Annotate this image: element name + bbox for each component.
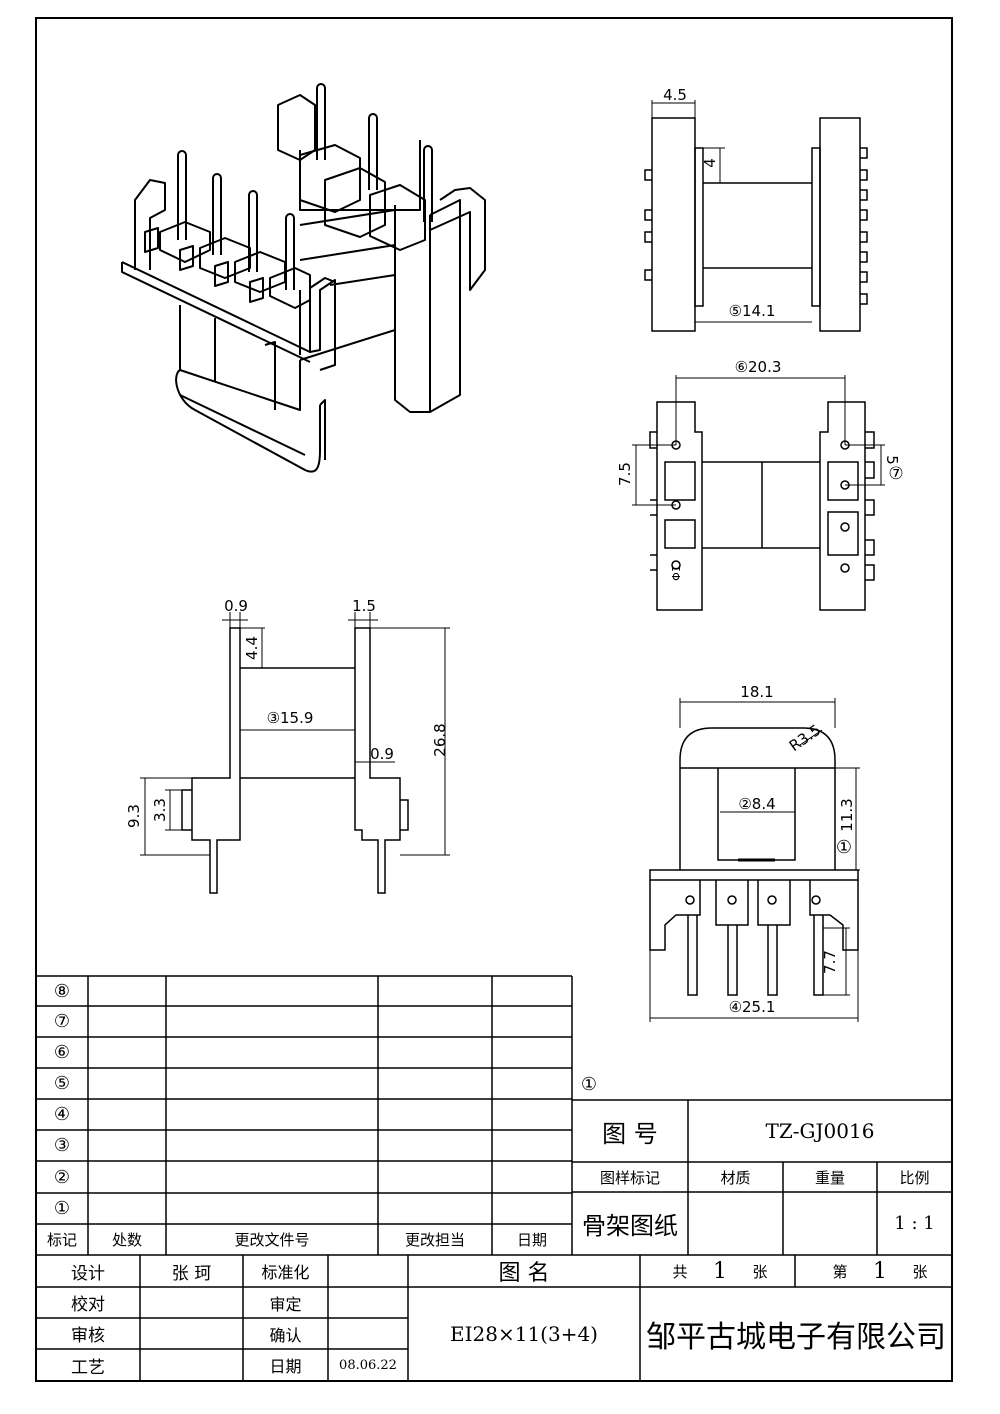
side-view [140, 612, 450, 894]
dim-side-winding: ③15.9 [266, 709, 314, 727]
design-label: 设计 [71, 1263, 105, 1284]
drawing-name-label: 图 名 [498, 1261, 550, 1286]
pin-view [632, 375, 885, 611]
revision-header-person: 更改担当 [404, 1231, 465, 1249]
isometric-view [121, 83, 486, 473]
sheet-number: 1 [873, 1258, 887, 1284]
total-sheets-prefix: 共 [672, 1262, 688, 1281]
drawing-frame [35, 17, 953, 1382]
revision-row-marker: ⑤ [53, 1073, 71, 1094]
dim-side-flange-right: 1.5 [352, 597, 376, 615]
dim-side-base: 9.3 [125, 804, 143, 828]
drawing-type: 骨架图纸 [582, 1212, 678, 1240]
dim-pin-row-span: ⑥20.3 [734, 358, 782, 376]
date-label: 日期 [269, 1357, 302, 1376]
drawing-number-label: 图 号 [602, 1119, 658, 1148]
revision-header-mark: 标记 [46, 1231, 77, 1249]
dim-front-height: 11.3 [838, 798, 856, 832]
front-view [649, 698, 860, 1022]
confirm-label: 确认 [269, 1325, 302, 1345]
dim-front-marker: ① [835, 836, 853, 858]
part-name: EI28×11(3+4) [450, 1322, 598, 1346]
material-label: 材质 [720, 1168, 751, 1187]
sheet-number-unit: 张 [912, 1262, 928, 1281]
dim-side-flange-left: 0.9 [224, 597, 248, 615]
revision-table [36, 975, 573, 1255]
revision-row-marker: ① [53, 1198, 71, 1219]
designer-name: 张 珂 [171, 1263, 212, 1284]
dim-flange-width: 4.5 [663, 86, 687, 104]
weight-label: 重量 [814, 1168, 845, 1187]
audit-label: 审核 [71, 1326, 105, 1346]
dim-pin-pitch: 7.5 [616, 462, 634, 486]
dim-side-slot-top: 4.4 [243, 636, 261, 660]
revision-header-doc: 更改文件号 [234, 1231, 310, 1249]
total-sheets-count: 1 [713, 1258, 727, 1284]
dim-front-pin-length: 7.7 [821, 950, 839, 974]
title-note-marker: ① [580, 1073, 598, 1095]
dim-side-step: 3.3 [151, 798, 169, 822]
revision-row-marker: ④ [53, 1104, 71, 1125]
scale-label: 比例 [899, 1168, 930, 1187]
total-sheets-unit: 张 [752, 1262, 768, 1281]
drawing-number: TZ-GJ0016 [765, 1119, 875, 1143]
process-label: 工艺 [71, 1357, 105, 1378]
dim-side-wall: 0.9 [370, 745, 394, 763]
revision-row-marker: ⑦ [53, 1011, 71, 1032]
company-name: 邹平古城电子有限公司 [646, 1320, 946, 1355]
check-label: 校对 [71, 1295, 105, 1315]
review-label: 审定 [269, 1294, 302, 1314]
date-value: 08.06.22 [339, 1357, 397, 1373]
revision-header-date: 日期 [516, 1231, 547, 1249]
title-block [36, 1099, 952, 1381]
dim-inner-width: ⑤14.1 [728, 302, 776, 320]
dim-slot-depth: 4 [701, 158, 719, 168]
dim-front-core: ②8.4 [738, 795, 776, 813]
top-view [644, 100, 868, 332]
sample-mark-label: 图样标记 [599, 1168, 660, 1187]
dim-pin-hole: Φ1 [669, 565, 683, 581]
standard-label: 标准化 [261, 1263, 310, 1282]
revision-row-marker: ⑧ [53, 980, 71, 1002]
sheet-number-prefix: 第 [832, 1262, 848, 1281]
revision-row-marker: ② [53, 1166, 71, 1188]
dim-front-base: ④25.1 [728, 998, 776, 1016]
revision-row-marker: ⑥ [53, 1042, 71, 1063]
scale-value: 1 : 1 [894, 1213, 935, 1234]
revision-header-count: 处数 [111, 1231, 142, 1249]
revision-row-marker: ③ [53, 1135, 71, 1156]
dim-pin-gap-marker: ⑦ [888, 464, 904, 484]
dim-front-width: 18.1 [740, 683, 774, 701]
dim-side-height: 26.8 [431, 723, 449, 757]
